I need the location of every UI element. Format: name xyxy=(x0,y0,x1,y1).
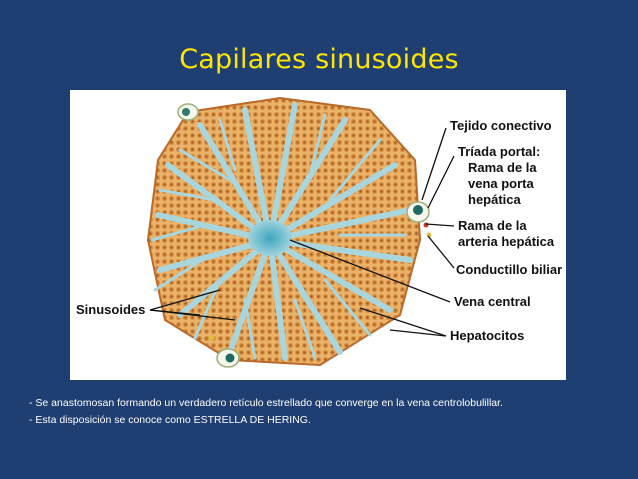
caption-line-1: - Se anastomosan formando un verdadero r… xyxy=(29,397,503,409)
lobule-svg: Tejido conectivo Tríada portal: Rama de … xyxy=(76,96,562,368)
sinusoid-network xyxy=(150,102,413,361)
label-conductillo-biliar: Conductillo biliar xyxy=(456,262,562,277)
label-triada-line4: hepática xyxy=(468,192,522,207)
label-vena-central: Vena central xyxy=(454,294,531,309)
caption-line-2: - Esta disposición se conoce como ESTREL… xyxy=(29,414,311,426)
label-hepatocitos: Hepatocitos xyxy=(450,328,524,343)
lobule-illustration: Tejido conectivo Tríada portal: Rama de … xyxy=(70,90,566,380)
label-sinusoides: Sinusoides xyxy=(76,302,145,317)
central-vein xyxy=(248,220,292,256)
label-arteria-line2: arteria hepática xyxy=(458,234,555,249)
portal-triad-right xyxy=(406,201,432,238)
label-triada-portal: Tríada portal: xyxy=(458,144,540,159)
label-arteria-line1: Rama de la xyxy=(458,218,527,233)
leader-lines xyxy=(149,127,455,337)
portal-triad-bottom-left xyxy=(209,335,240,368)
label-tejido-conectivo: Tejido conectivo xyxy=(450,118,552,133)
label-triada-line3: vena porta xyxy=(468,176,535,191)
slide-title: Capilares sinusoides xyxy=(179,44,459,75)
label-triada-line2: Rama de la xyxy=(468,160,537,175)
portal-triad-top-left xyxy=(177,103,199,121)
